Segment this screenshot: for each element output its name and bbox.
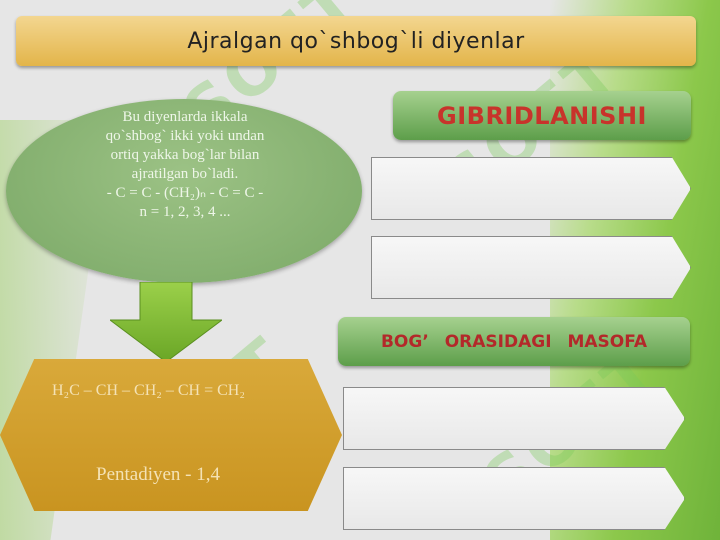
definition-line: qo`shbog` ikki yoki undan (105, 128, 265, 144)
title-banner: Ajralgan qo`shbog`li diyenlar (16, 16, 696, 66)
definition-ellipse (6, 99, 362, 283)
bond-distance-answer-box-1[interactable] (343, 387, 685, 450)
example-name: Pentadiyen - 1,4 (96, 464, 221, 485)
definition-line: ajratilgan bo`ladi. (131, 166, 239, 182)
definition-line: Bu diyenlarda ikkala (122, 109, 248, 125)
hybridization-label: GIBRIDLANISHI (437, 101, 647, 130)
general-formula: - C = C - (CH₂)ₙ - C = C - (106, 185, 264, 201)
bond-distance-answer-box-2[interactable] (343, 467, 685, 530)
page-title: Ajralgan qo`shbog`li diyenlar (187, 28, 525, 54)
bond-distance-button[interactable]: BOG’ ORASIDAGI MASOFA (338, 317, 690, 366)
hybridization-answer-box-2[interactable] (371, 236, 691, 299)
hybridization-button[interactable]: GIBRIDLANISHI (393, 91, 691, 140)
example-hexagon (0, 359, 342, 511)
example-formula: H₂C – CH – CH₂ – CH = CH₂ (52, 382, 245, 399)
definition-text: Bu diyenlarda ikkala qo`shbog` ikki yoki… (60, 108, 310, 222)
down-arrow-icon (110, 282, 222, 362)
n-values: n = 1, 2, 3, 4 ... (139, 204, 231, 220)
definition-line: ortiq yakka bog`lar bilan (110, 147, 260, 163)
bond-distance-label: BOG’ ORASIDAGI MASOFA (380, 331, 648, 352)
hybridization-answer-box-1[interactable] (371, 157, 691, 220)
